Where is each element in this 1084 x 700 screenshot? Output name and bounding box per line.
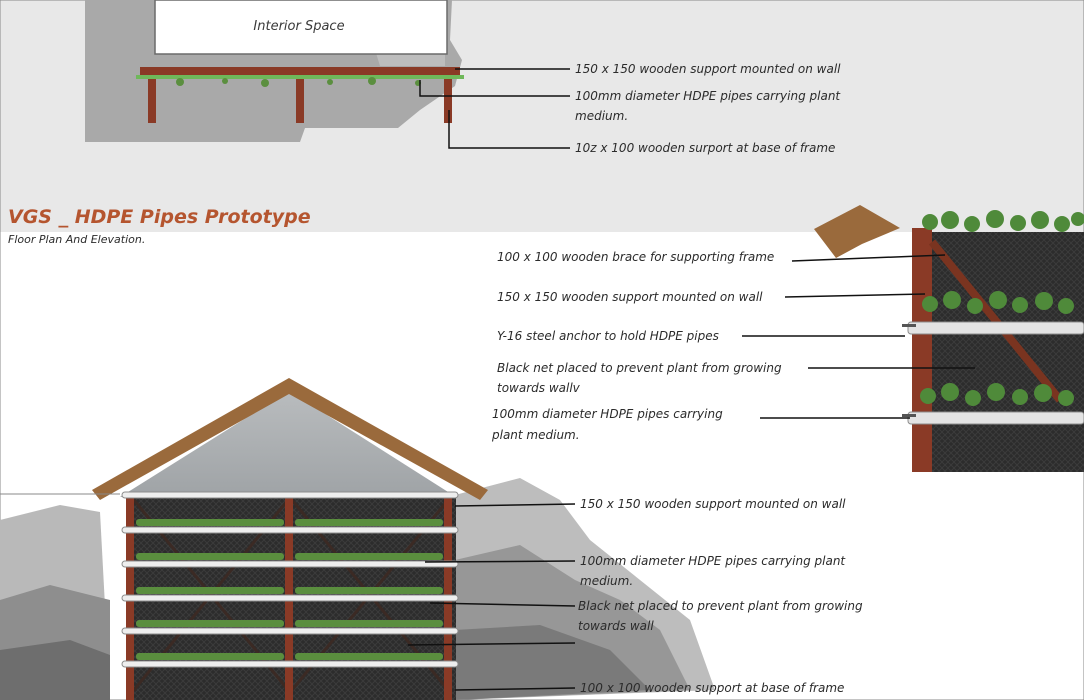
plan-label-base-support: 10z x 100 wooden surport at base of fram… <box>575 141 835 155</box>
section-label-brace: 100 x 100 wooden brace for supporting fr… <box>497 250 774 264</box>
section-label-hdpe-pipe: 100mm diameter HDPE pipes carrying plant… <box>491 407 727 442</box>
section-roof <box>814 205 900 258</box>
section-label-black-net: Black net placed to prevent plant from g… <box>497 361 785 395</box>
plan-hdpe-pipe <box>136 75 464 79</box>
section-foliage <box>920 210 1084 406</box>
plan-post-1 <box>148 79 156 123</box>
interior-space-label: Interior Space <box>253 19 344 34</box>
section-wall-support <box>912 228 932 472</box>
section-black-net <box>916 232 1084 472</box>
elevation-foliage <box>136 519 443 660</box>
interior-space-room <box>154 0 448 55</box>
plan-label-wall-support: 150 x 150 wooden support mounted on wall <box>575 62 841 76</box>
plan-post-3 <box>444 79 452 123</box>
elevation-rock-left-base <box>0 640 110 700</box>
elevation-leader-lines <box>407 503 576 691</box>
elevation-gable-wall <box>120 391 456 497</box>
section-hdpe-pipe-lower <box>907 411 1084 425</box>
section-label-steel-anchor: Y-16 steel anchor to hold HDPE pipes <box>497 329 719 343</box>
section-label-wall-support: 150 x 150 wooden support mounted on wall <box>497 290 763 304</box>
elevation-label-black-net: Black net placed to prevent plant from g… <box>578 599 866 633</box>
section-leader-lines <box>742 254 975 419</box>
section-detail <box>814 205 1084 472</box>
section-brace <box>928 239 1064 403</box>
elevation-label-base-support: 100 x 100 wooden support at base of fram… <box>580 681 844 695</box>
elevation-label-wall-support: 150 x 150 wooden support mounted on wall <box>580 497 846 511</box>
elevation-label-hdpe-pipe: 100mm diameter HDPE pipes carrying plant… <box>580 554 849 588</box>
plan-wall-support-beam <box>140 67 460 75</box>
plan-post-2 <box>296 79 304 123</box>
section-steel-anchor-upper <box>902 324 916 327</box>
plan-label-hdpe-pipe: 100mm diameter HDPE pipes carrying plant… <box>575 89 844 123</box>
plan-leader-lines <box>419 68 570 149</box>
section-hdpe-pipe-upper <box>907 321 1084 335</box>
drawing-title: VGS _ HDPE Pipes Prototype <box>8 206 311 228</box>
elevation-hdpe-pipes <box>121 491 459 668</box>
elevation-drawing <box>0 378 715 700</box>
callout-labels: 150 x 150 wooden support mounted on wall… <box>491 62 866 695</box>
drawing-subtitle: Floor Plan And Elevation. <box>8 233 145 246</box>
section-steel-anchor-lower <box>902 414 916 417</box>
